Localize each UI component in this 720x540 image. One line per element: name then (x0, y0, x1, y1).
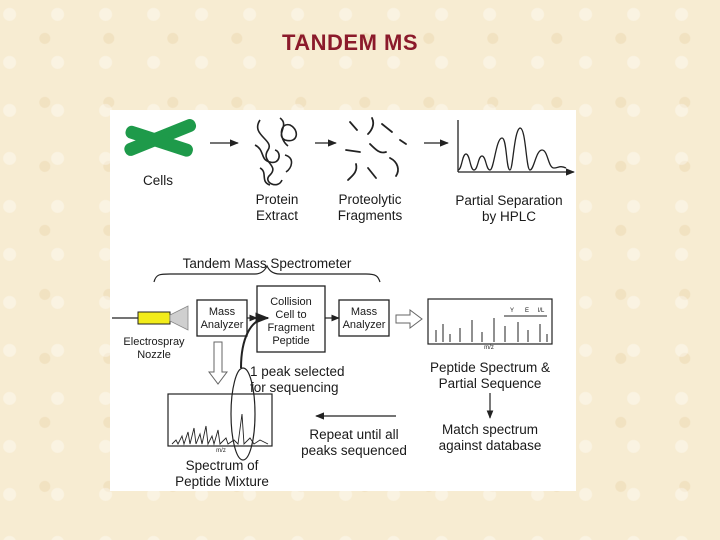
label-proteolytic-fragments-line2: Fragments (337, 208, 403, 223)
label-spectrum-mixture: Spectrum of Peptide Mixture (162, 458, 282, 490)
label-peptide-spectrum: Peptide Spectrum & Partial Sequence (420, 360, 560, 392)
label-peptide-spectrum-line2: Partial Sequence (438, 376, 542, 391)
label-repeat-note-line1: Repeat until all (309, 427, 399, 442)
selected-peak-arrow (240, 312, 270, 369)
label-collision-cell-line3: Fragment (267, 322, 315, 334)
diagram-graphics (112, 117, 575, 461)
label-collision-cell: Collision Cell to Fragment Peptide (257, 296, 325, 348)
label-protein-extract-line1: Protein (255, 192, 299, 207)
protein-extract-icon (254, 117, 298, 186)
label-partial-separation-line1: Partial Separation (455, 193, 563, 208)
label-electrospray-line1: Electrospray (123, 336, 185, 348)
label-match-spectrum-line1: Match spectrum (441, 422, 539, 437)
label-sequence-il: I/L (537, 308, 545, 314)
hplc-chromatogram-icon (457, 120, 575, 176)
label-partial-separation: Partial Separation by HPLC (444, 193, 574, 225)
label-peptide-spectrum-line1: Peptide Spectrum & (429, 360, 551, 375)
label-tandem-mass-spectrometer: Tandem Mass Spectrometer (182, 256, 352, 271)
label-spectrum-mixture-line2: Peptide Mixture (175, 474, 269, 489)
hollow-arrow-down (208, 341, 228, 385)
cells-icon (124, 119, 197, 157)
slide-title: TANDEM MS (281, 30, 419, 55)
label-collision-cell-line1: Collision (270, 296, 312, 308)
selected-peak-ellipse (230, 367, 256, 461)
label-proteolytic-fragments: Proteolytic Fragments (324, 192, 416, 224)
label-peak-selected-line1: 1 peak selected (250, 364, 345, 379)
label-partial-separation-line2: by HPLC (481, 209, 537, 224)
label-mass-analyzer-1-line2: Analyzer (200, 319, 244, 331)
tandem-ms-brace (153, 264, 381, 283)
hollow-arrow-right (395, 309, 423, 329)
label-sequence-e: E (524, 308, 529, 314)
mixture-spectrum-plot (167, 367, 273, 461)
label-match-spectrum-line2: against database (438, 438, 542, 453)
label-mass-analyzer-1: Mass Analyzer (197, 306, 247, 332)
label-electrospray-line2: Nozzle (137, 349, 171, 361)
label-protein-extract-line2: Extract (255, 208, 298, 223)
label-repeat-note: Repeat until all peaks sequenced (294, 427, 414, 459)
label-mass-analyzer-2-line2: Analyzer (342, 319, 386, 331)
fragments-icon (345, 117, 407, 181)
label-mass-analyzer-1-line1: Mass (208, 306, 236, 318)
electrospray-nozzle-icon (112, 305, 189, 331)
label-protein-extract: Protein Extract (242, 192, 312, 224)
label-electrospray-nozzle: Electrospray Nozzle (114, 336, 194, 362)
label-peak-selected: 1 peak selected for sequencing (250, 364, 380, 396)
label-sequence-y: Y (509, 308, 514, 314)
label-peak-selected-line2: for sequencing (250, 380, 339, 395)
label-mixture-axis: m/z (216, 448, 226, 454)
peptide-spectrum-plot (427, 298, 553, 345)
label-mass-analyzer-2-line1: Mass (350, 306, 378, 318)
label-peptide-axis: m/z (484, 345, 494, 351)
tandem-ms-diagram: Cells Protein Extract Proteolytic Fragme… (110, 110, 576, 491)
label-collision-cell-line4: Peptide (272, 335, 310, 347)
label-spectrum-mixture-line1: Spectrum of (185, 458, 259, 473)
label-collision-cell-line2: Cell to (275, 309, 307, 321)
label-proteolytic-fragments-line1: Proteolytic (338, 192, 402, 207)
label-cells: Cells (142, 173, 173, 188)
label-match-spectrum: Match spectrum against database (426, 422, 554, 454)
label-repeat-note-line2: peaks sequenced (301, 443, 407, 458)
label-mass-analyzer-2: Mass Analyzer (339, 306, 389, 332)
